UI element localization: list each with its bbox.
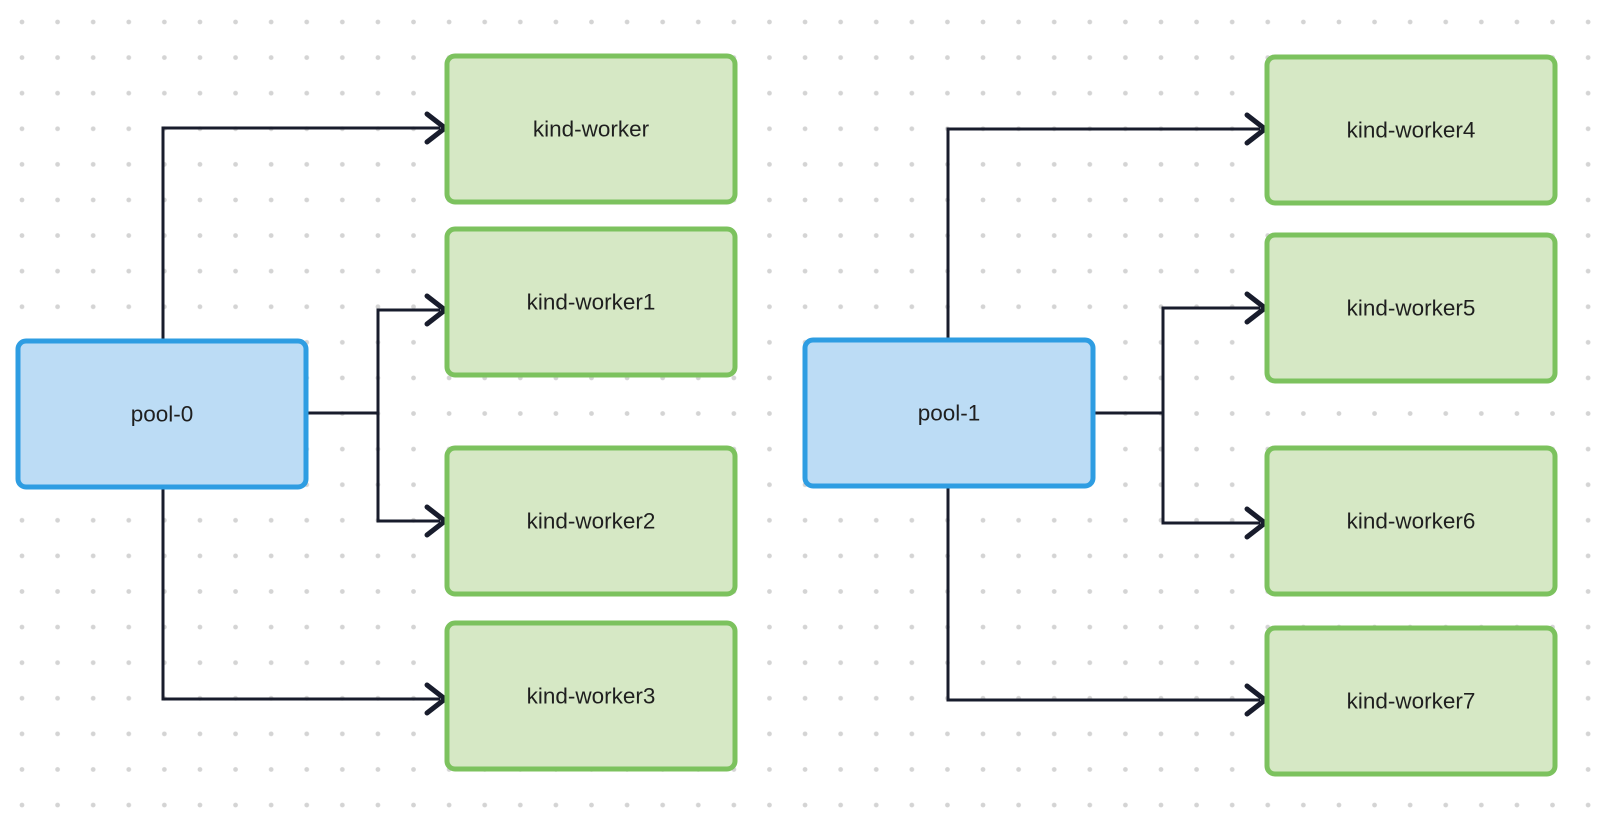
node-kind-worker6-box [1264,445,1558,597]
node-kind-worker7-label: kind-worker7 [1347,689,1476,714]
node-kind-worker7-box [1264,625,1558,777]
node-pool-0-label: pool-0 [131,402,194,427]
edge-pool-0-to-kind-worker2 [306,411,448,538]
node-kind-worker-box [444,53,738,205]
node-kind-worker5-label: kind-worker5 [1347,296,1476,321]
node-kind-worker3-label: kind-worker3 [527,684,656,709]
edge-pool-1-to-kind-worker7 [946,486,1268,717]
node-kind-worker3-box [444,620,738,772]
node-kind-worker2-box [444,445,738,597]
edge-pool-1-to-kind-worker5 [1093,291,1268,415]
node-kind-worker7: kind-worker7 [1264,625,1558,777]
node-kind-worker1-label: kind-worker1 [527,290,656,315]
node-pool-1: pool-1 [802,337,1096,489]
node-pool-0-box [15,338,309,490]
node-pool-1-box [802,337,1096,489]
node-kind-worker6: kind-worker6 [1264,445,1558,597]
node-kind-worker4-box [1264,54,1558,206]
node-kind-worker5-box [1264,232,1558,384]
node-kind-worker1-box [444,226,738,378]
edge-pool-1-to-kind-worker6 [1093,411,1268,540]
edge-pool-0-to-kind-worker [161,111,448,341]
node-pool-0: pool-0 [15,338,309,490]
node-kind-worker5: kind-worker5 [1264,232,1558,384]
node-kind-worker4: kind-worker4 [1264,54,1558,206]
node-kind-worker1: kind-worker1 [444,226,738,378]
node-kind-worker: kind-worker [444,53,738,205]
node-kind-worker-label: kind-worker [533,117,650,142]
node-pool-1-label: pool-1 [918,401,981,426]
node-kind-worker3: kind-worker3 [444,620,738,772]
node-kind-worker4-label: kind-worker4 [1347,118,1476,143]
edge-pool-0-to-kind-worker3 [161,487,448,716]
node-kind-worker6-label: kind-worker6 [1347,509,1476,534]
node-kind-worker2: kind-worker2 [444,445,738,597]
edge-pool-1-to-kind-worker4 [946,112,1268,340]
node-kind-worker2-label: kind-worker2 [527,509,656,534]
edge-pool-0-to-kind-worker1 [306,293,448,415]
